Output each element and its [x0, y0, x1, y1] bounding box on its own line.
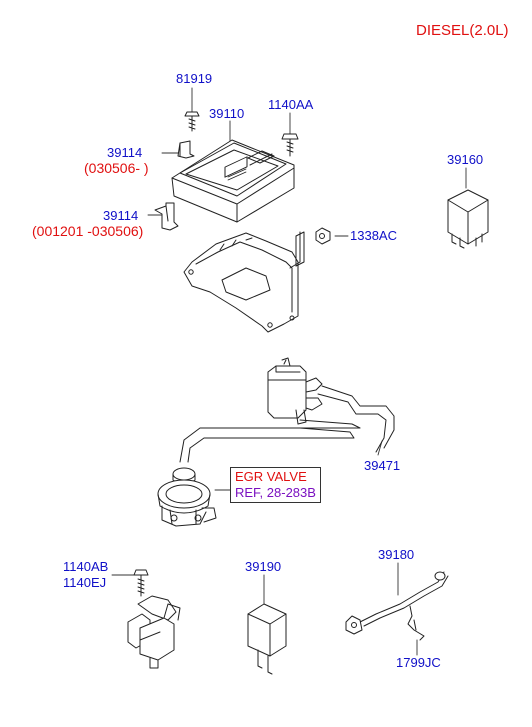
date-range-39114-lower: (001201 -030506)	[32, 223, 144, 239]
sensor-icon	[127, 595, 181, 669]
part-number-1140AB[interactable]: 1140AB	[63, 559, 109, 574]
part-number-39471[interactable]: 39471	[364, 458, 401, 473]
bolt-1140AB-icon	[133, 569, 149, 597]
egr-valve-icon	[157, 467, 217, 527]
clip-1338AC-icon	[315, 227, 331, 245]
part-number-81919[interactable]: 81919	[176, 71, 213, 86]
egr-valve-callout[interactable]: EGR VALVE REF, 28-283B	[230, 467, 321, 503]
part-number-39160[interactable]: 39160	[447, 152, 484, 167]
mounting-bracket-icon	[183, 231, 305, 333]
part-number-1140AA[interactable]: 1140AA	[268, 97, 314, 112]
part-number-1338AC[interactable]: 1338AC	[350, 228, 397, 243]
part-number-39110[interactable]: 39110	[209, 106, 245, 121]
bracket-39114-upper-icon	[177, 140, 195, 159]
bolt-1140AA-icon	[281, 133, 299, 157]
part-number-1140EJ[interactable]: 1140EJ	[63, 575, 107, 590]
bolt-81919-icon	[184, 111, 200, 132]
relay-39190-icon	[247, 603, 287, 675]
diagram-title: DIESEL(2.0L)	[416, 22, 509, 39]
sensor-cable-39180-icon	[345, 571, 449, 641]
relay-39160-icon	[447, 189, 489, 249]
part-number-39180[interactable]: 39180	[378, 547, 415, 562]
egr-valve-reference[interactable]: REF, 28-283B	[235, 485, 316, 500]
egr-valve-label: EGR VALVE	[235, 469, 307, 484]
bracket-39114-lower-icon	[154, 202, 179, 231]
vacuum-solenoid-icon	[267, 357, 323, 425]
part-number-39114-upper[interactable]: 39114	[107, 145, 143, 160]
vacuum-hose-39471-icon	[179, 385, 395, 463]
ecu-39110-icon	[171, 139, 295, 223]
part-number-1799JC[interactable]: 1799JC	[396, 655, 441, 670]
date-range-39114-upper: (030506- )	[84, 160, 149, 176]
leader-lines	[111, 87, 467, 656]
part-number-39190[interactable]: 39190	[245, 559, 282, 574]
part-number-39114-lower[interactable]: 39114	[103, 208, 139, 223]
